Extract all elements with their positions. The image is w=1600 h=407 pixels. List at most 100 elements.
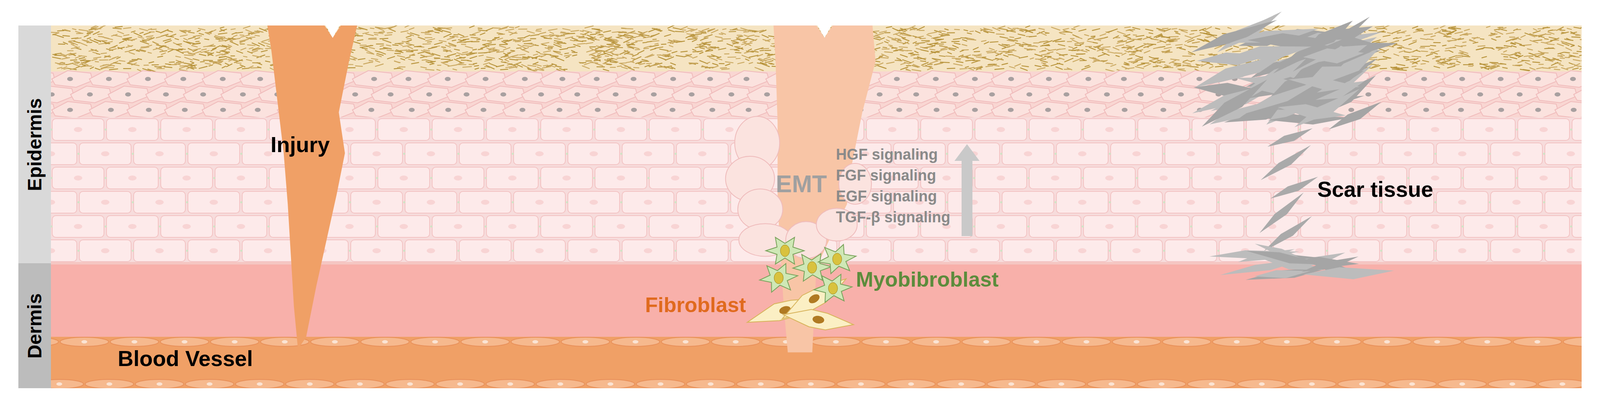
- keratin-dash: [498, 34, 505, 35]
- keratin-dash: [179, 65, 189, 67]
- keratin-dash: [516, 47, 522, 49]
- keratin-dash: [425, 59, 435, 62]
- keratin-dash: [220, 27, 224, 28]
- keratin-dash: [1442, 45, 1447, 46]
- keratin-dash: [639, 63, 646, 65]
- keratin-dash: [117, 47, 125, 49]
- keratin-dash: [692, 49, 697, 51]
- keratin-dash: [146, 35, 153, 38]
- keratin-dash: [379, 38, 388, 39]
- keratin-dash: [139, 32, 144, 34]
- keratin-dash: [673, 27, 682, 30]
- keratin-dash: [966, 57, 974, 59]
- keratin-dash: [729, 30, 736, 33]
- keratin-dash: [1545, 59, 1554, 62]
- keratin-dash: [975, 30, 980, 33]
- keratin-dash: [564, 54, 572, 56]
- keratin-dash: [1462, 55, 1471, 57]
- keratin-dash: [107, 67, 114, 69]
- keratin-dash: [910, 53, 919, 55]
- keratin-dash: [1175, 44, 1183, 46]
- keratin-dash: [643, 48, 649, 50]
- keratin-dash: [1529, 67, 1536, 70]
- keratin-dash: [1550, 37, 1559, 41]
- keratin-dash: [1191, 30, 1198, 32]
- keratin-dash: [106, 48, 113, 51]
- keratin-dash: [445, 45, 451, 48]
- keratin-dash: [82, 39, 91, 43]
- keratin-dash: [587, 35, 593, 38]
- keratin-dash: [934, 62, 944, 65]
- keratin-dash: [577, 43, 585, 45]
- keratin-dash: [967, 39, 976, 41]
- keratin-dash: [362, 32, 369, 34]
- keratin-dash: [1539, 63, 1544, 66]
- keratin-dash: [953, 63, 963, 66]
- keratin-dash: [985, 65, 993, 67]
- keratin-dash: [109, 45, 118, 49]
- keratin-dash: [952, 45, 959, 49]
- keratin-dash: [519, 54, 526, 55]
- keratin-dash: [485, 58, 492, 60]
- keratin-dash: [430, 63, 435, 65]
- keratin-dash: [199, 33, 204, 35]
- keratin-dash: [543, 65, 548, 66]
- keratin-dash: [1058, 44, 1066, 46]
- keratin-dash: [1197, 38, 1203, 40]
- keratin-dash: [1073, 25, 1082, 28]
- keratin-dash: [1496, 48, 1501, 49]
- keratin-dash: [1405, 35, 1411, 36]
- keratin-dash: [1147, 44, 1154, 47]
- keratin-dash: [1455, 55, 1463, 56]
- keratin-dash: [118, 60, 125, 62]
- keratin-dash: [531, 57, 537, 59]
- keratin-dash: [258, 43, 265, 46]
- keratin-dash: [486, 56, 495, 59]
- keratin-dash: [1556, 27, 1564, 31]
- keratin-dash: [734, 49, 740, 51]
- keratin-dash: [357, 39, 364, 41]
- keratin-dash: [1403, 47, 1412, 50]
- keratin-dash: [554, 38, 561, 40]
- keratin-dash: [151, 28, 157, 31]
- keratin-dash: [971, 60, 979, 64]
- keratin-dash: [1192, 35, 1201, 38]
- keratin-dash: [585, 60, 592, 62]
- keratin-dash: [225, 56, 232, 59]
- keratin-dash: [960, 37, 968, 38]
- keratin-dash: [1021, 65, 1029, 67]
- keratin-dash: [1542, 67, 1551, 69]
- keratin-dash: [1153, 46, 1161, 49]
- keratin-dash: [476, 39, 481, 41]
- keratin-dash: [689, 63, 697, 65]
- keratin-dash: [1208, 53, 1213, 55]
- keratin-dash: [138, 36, 144, 39]
- keratin-dash: [749, 62, 753, 64]
- keratin-dash: [535, 30, 541, 32]
- keratin-dash: [915, 44, 919, 46]
- keratin-dash: [152, 41, 159, 45]
- keratin-dash: [411, 62, 419, 64]
- keratin-dash: [1007, 40, 1014, 42]
- keratin-dash: [188, 53, 195, 55]
- keratin-dash: [1188, 53, 1193, 55]
- keratin-dash: [498, 58, 503, 61]
- keratin-dash: [1127, 58, 1133, 60]
- keratin-dash: [913, 41, 917, 44]
- keratin-dash: [454, 59, 463, 64]
- keratin-dash: [1323, 27, 1327, 30]
- keratin-dash: [193, 51, 201, 54]
- keratin-dash: [486, 65, 495, 69]
- keratin-dash: [627, 53, 634, 56]
- keratin-dash: [571, 50, 575, 52]
- keratin-dash: [240, 43, 245, 45]
- keratin-dash: [650, 48, 656, 51]
- keratin-dash: [902, 38, 909, 41]
- keratin-dash: [939, 55, 946, 57]
- keratin-dash: [419, 37, 423, 39]
- keratin-dash: [682, 29, 687, 31]
- keratin-dash: [1025, 25, 1031, 28]
- keratin-dash: [1087, 40, 1094, 43]
- keratin-dash: [644, 45, 652, 49]
- keratin-dash: [1420, 63, 1426, 64]
